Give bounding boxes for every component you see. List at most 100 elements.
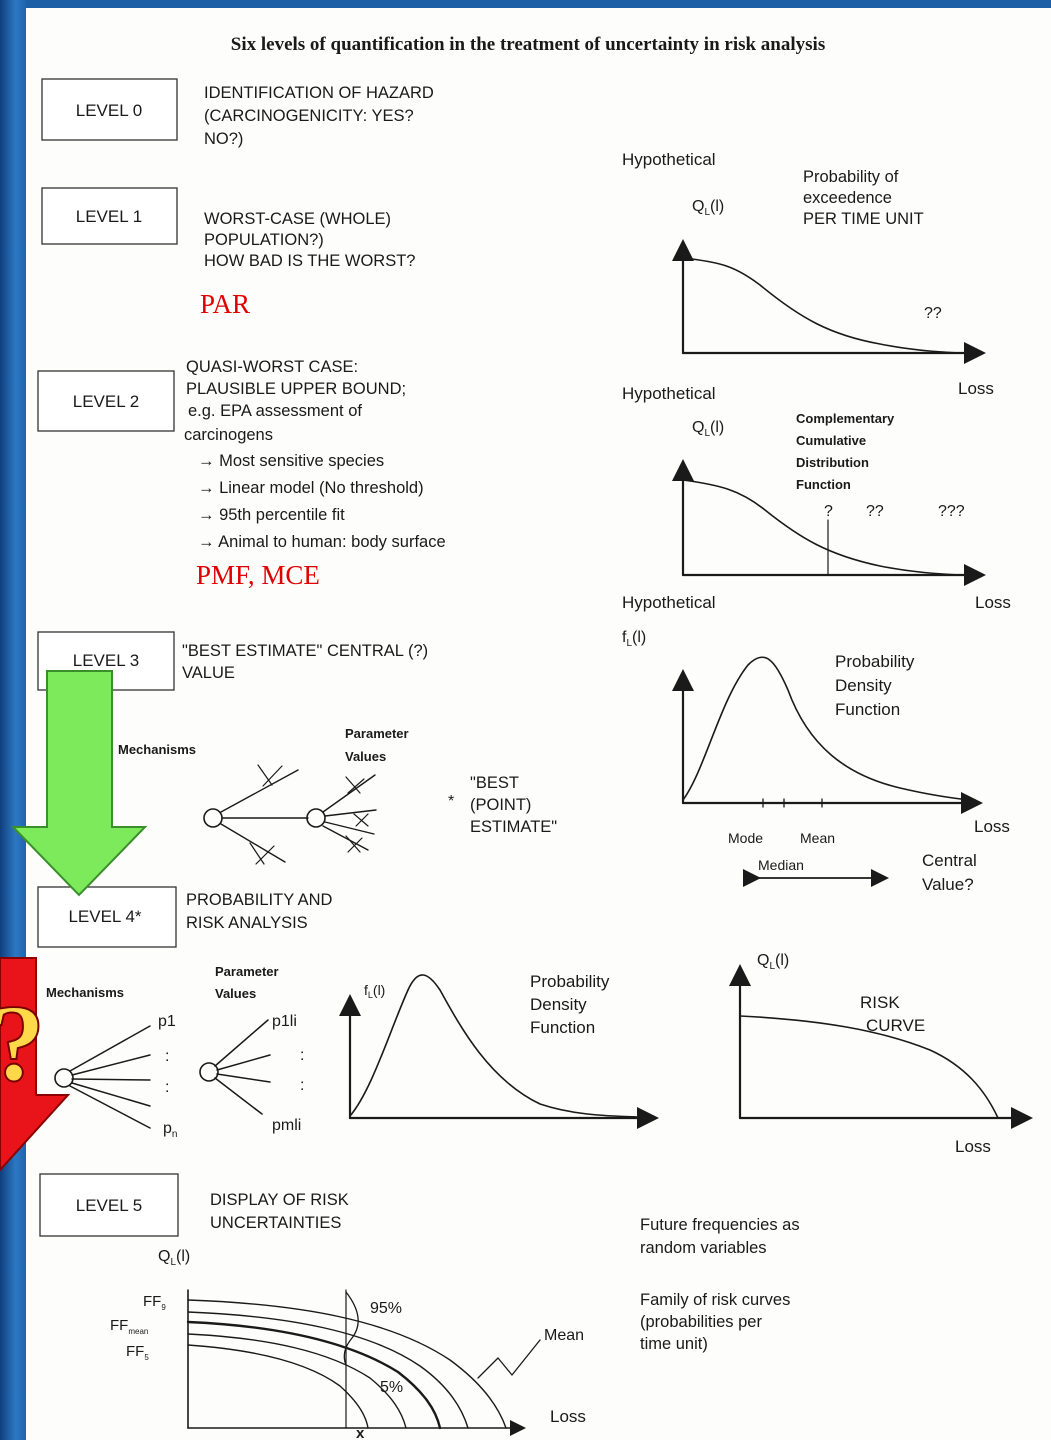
- graph3-mode-label: Mode: [728, 830, 763, 846]
- level4-risk-x-label: Loss: [955, 1137, 991, 1156]
- graph2-description: Complementary Cumulative Distribution Fu…: [796, 411, 898, 492]
- graph3-hypothetical-label: Hypothetical: [622, 593, 716, 612]
- graph2-curve: [682, 479, 961, 576]
- level5-ff9-label: FF9: [143, 1293, 166, 1312]
- question-mark-icon: ?: [0, 982, 45, 1104]
- graph3-curve: [682, 656, 971, 801]
- slide-left-band: [0, 0, 26, 1440]
- graph1-x-label: Loss: [958, 379, 994, 398]
- level-0-box: [41, 78, 178, 141]
- level5-x-mark: x: [356, 1425, 365, 1440]
- level5-mean-pointer: [477, 1339, 541, 1379]
- graph2-x-label: Loss: [975, 593, 1011, 612]
- green-down-arrow: [10, 670, 148, 897]
- level4-mechanisms-label: Mechanisms: [46, 985, 124, 1000]
- graph-ccdf: Hypothetical QL(l) Complementary Cumulat…: [622, 384, 1011, 612]
- level-5: LEVEL 5 DISPLAY OF RISK UNCERTAINTIES: [39, 1173, 353, 1237]
- level5-curve-upper: [187, 1311, 469, 1429]
- level3-parameter-node: [306, 808, 326, 828]
- graph3-central-value-label: Central Value?: [922, 851, 982, 894]
- graph2-y-label: QL(l): [692, 419, 724, 439]
- level5-uncertainty-graph: QL(l) FF9 FFmean FF5 95% 5% Mean x Loss …: [110, 1216, 804, 1440]
- level3-cross-marks: [249, 764, 369, 865]
- level4-mechanism-branches: [69, 1025, 151, 1129]
- red-question-arrow: ?: [0, 957, 71, 1172]
- level3-mechanisms-label: Mechanisms: [118, 742, 196, 757]
- level4-p1-label: p1: [158, 1013, 176, 1030]
- graph1-question-marks: ??: [924, 305, 942, 322]
- level4-event-tree: Mechanisms Parameter Values p1 : : pn p1…: [46, 964, 304, 1140]
- level3-best-estimate-label: "BEST (POINT) ESTIMATE": [470, 774, 557, 836]
- graph2-question-marks: ? ?? ???: [824, 503, 965, 520]
- graph2-hypothetical-label: Hypothetical: [622, 384, 716, 403]
- level4-parameter-label: Parameter Values: [215, 964, 282, 1001]
- level-5-label: LEVEL 5: [76, 1196, 142, 1215]
- level3-event-tree: Mechanisms Parameter Values * "BEST (POI…: [118, 726, 557, 865]
- graph-exceedence: Hypothetical QL(l) Probability of exceed…: [622, 150, 994, 398]
- level4-risk-curve-graph: QL(l) RISK CURVE Loss: [729, 952, 1033, 1156]
- level-1-label: LEVEL 1: [76, 207, 142, 226]
- level5-curve-ff5: [187, 1344, 369, 1429]
- par-annotation: PAR: [200, 289, 250, 319]
- level-2: LEVEL 2 QUASI-WORST CASE: PLAUSIBLE UPPE…: [37, 358, 446, 590]
- level-1-description: WORST-CASE (WHOLE) POPULATION?) HOW BAD …: [204, 210, 415, 270]
- level5-95-percent-label: 95%: [370, 1300, 402, 1317]
- level5-5-percent-label: 5%: [380, 1379, 403, 1396]
- level4-dots-1: :: [165, 1048, 169, 1065]
- level5-notes-frequencies: Future frequencies as random variables: [640, 1216, 804, 1257]
- level5-mean-label: Mean: [544, 1327, 584, 1344]
- level-1-box: [41, 187, 178, 245]
- level-0-description: IDENTIFICATION OF HAZARD (CARCINOGENICIT…: [204, 84, 438, 148]
- level4-pdf-y-label: fL(l): [364, 982, 385, 1000]
- level4-mechanism-node: [54, 1068, 74, 1088]
- pmf-mce-annotation: PMF, MCE: [196, 560, 320, 590]
- diagram-sheet: [26, 8, 1051, 1440]
- level-3-description: "BEST ESTIMATE" CENTRAL (?) VALUE: [182, 642, 433, 682]
- graph3-mean-label: Mean: [800, 830, 835, 846]
- level4-dots-2: :: [165, 1079, 169, 1096]
- level5-curve-mean: [186, 1320, 442, 1430]
- level5-ff5-label: FF5: [126, 1343, 149, 1362]
- level5-x-label: Loss: [550, 1407, 586, 1426]
- level-4-label: LEVEL 4*: [68, 907, 141, 926]
- level4-risk-curve: [739, 1015, 999, 1119]
- graph-pdf-central: Hypothetical fL(l) Probability Density F…: [622, 593, 1010, 894]
- level3-parameter-branches: [322, 774, 377, 851]
- level5-ffmean-label: FFmean: [110, 1317, 148, 1336]
- level5-distribution-sketch: [343, 1291, 359, 1366]
- level4-pmli-label: pmli: [272, 1117, 301, 1134]
- graph3-description: Probability Density Function: [835, 652, 919, 719]
- graph1-curve: [682, 257, 961, 354]
- level4-pn-label: pn: [163, 1120, 177, 1140]
- graph1-hypothetical-label: Hypothetical: [622, 150, 716, 169]
- level5-notes-family: Family of risk curves (probabilities per…: [640, 1291, 795, 1353]
- level5-curve-lower: [187, 1333, 407, 1429]
- level-2-label: LEVEL 2: [73, 392, 139, 411]
- level-5-description: DISPLAY OF RISK UNCERTAINTIES: [210, 1191, 353, 1232]
- level-4-description: PROBABILITY AND RISK ANALYSIS: [186, 891, 337, 932]
- level4-risk-description: RISK CURVE: [860, 993, 925, 1035]
- red-down-arrow: [0, 957, 71, 1172]
- graph1-description: Probability of exceedence PER TIME UNIT: [803, 168, 924, 228]
- level5-y-label: QL(l): [158, 1248, 190, 1268]
- level4-risk-y-label: QL(l): [757, 952, 789, 972]
- level-2-description: QUASI-WORST CASE: PLAUSIBLE UPPER BOUND;…: [184, 358, 446, 551]
- level3-parameter-label: Parameter Values: [345, 726, 412, 764]
- level3-mechanism-branches: [220, 769, 309, 863]
- level4-parameter-branches: [214, 1019, 271, 1115]
- level-0: LEVEL 0 IDENTIFICATION OF HAZARD (CARCIN…: [41, 78, 438, 148]
- graph3-x-label: Loss: [974, 817, 1010, 836]
- level4-pdf-curve: [349, 974, 641, 1118]
- level4-pdf-graph: fL(l) Probability Density Function: [339, 972, 659, 1129]
- level4-dots-3: :: [300, 1047, 304, 1064]
- level3-star: *: [448, 793, 454, 810]
- level-4: LEVEL 4* PROBABILITY AND RISK ANALYSIS: [37, 886, 337, 948]
- level-3: LEVEL 3 "BEST ESTIMATE" CENTRAL (?) VALU…: [37, 631, 433, 691]
- graph3-y-label: fL(l): [622, 629, 646, 649]
- level-2-box: [37, 370, 175, 432]
- level-3-label: LEVEL 3: [73, 651, 139, 670]
- level-5-box: [39, 1173, 179, 1237]
- level4-pdf-description: Probability Density Function: [530, 972, 614, 1037]
- graph1-y-label: QL(l): [692, 198, 724, 218]
